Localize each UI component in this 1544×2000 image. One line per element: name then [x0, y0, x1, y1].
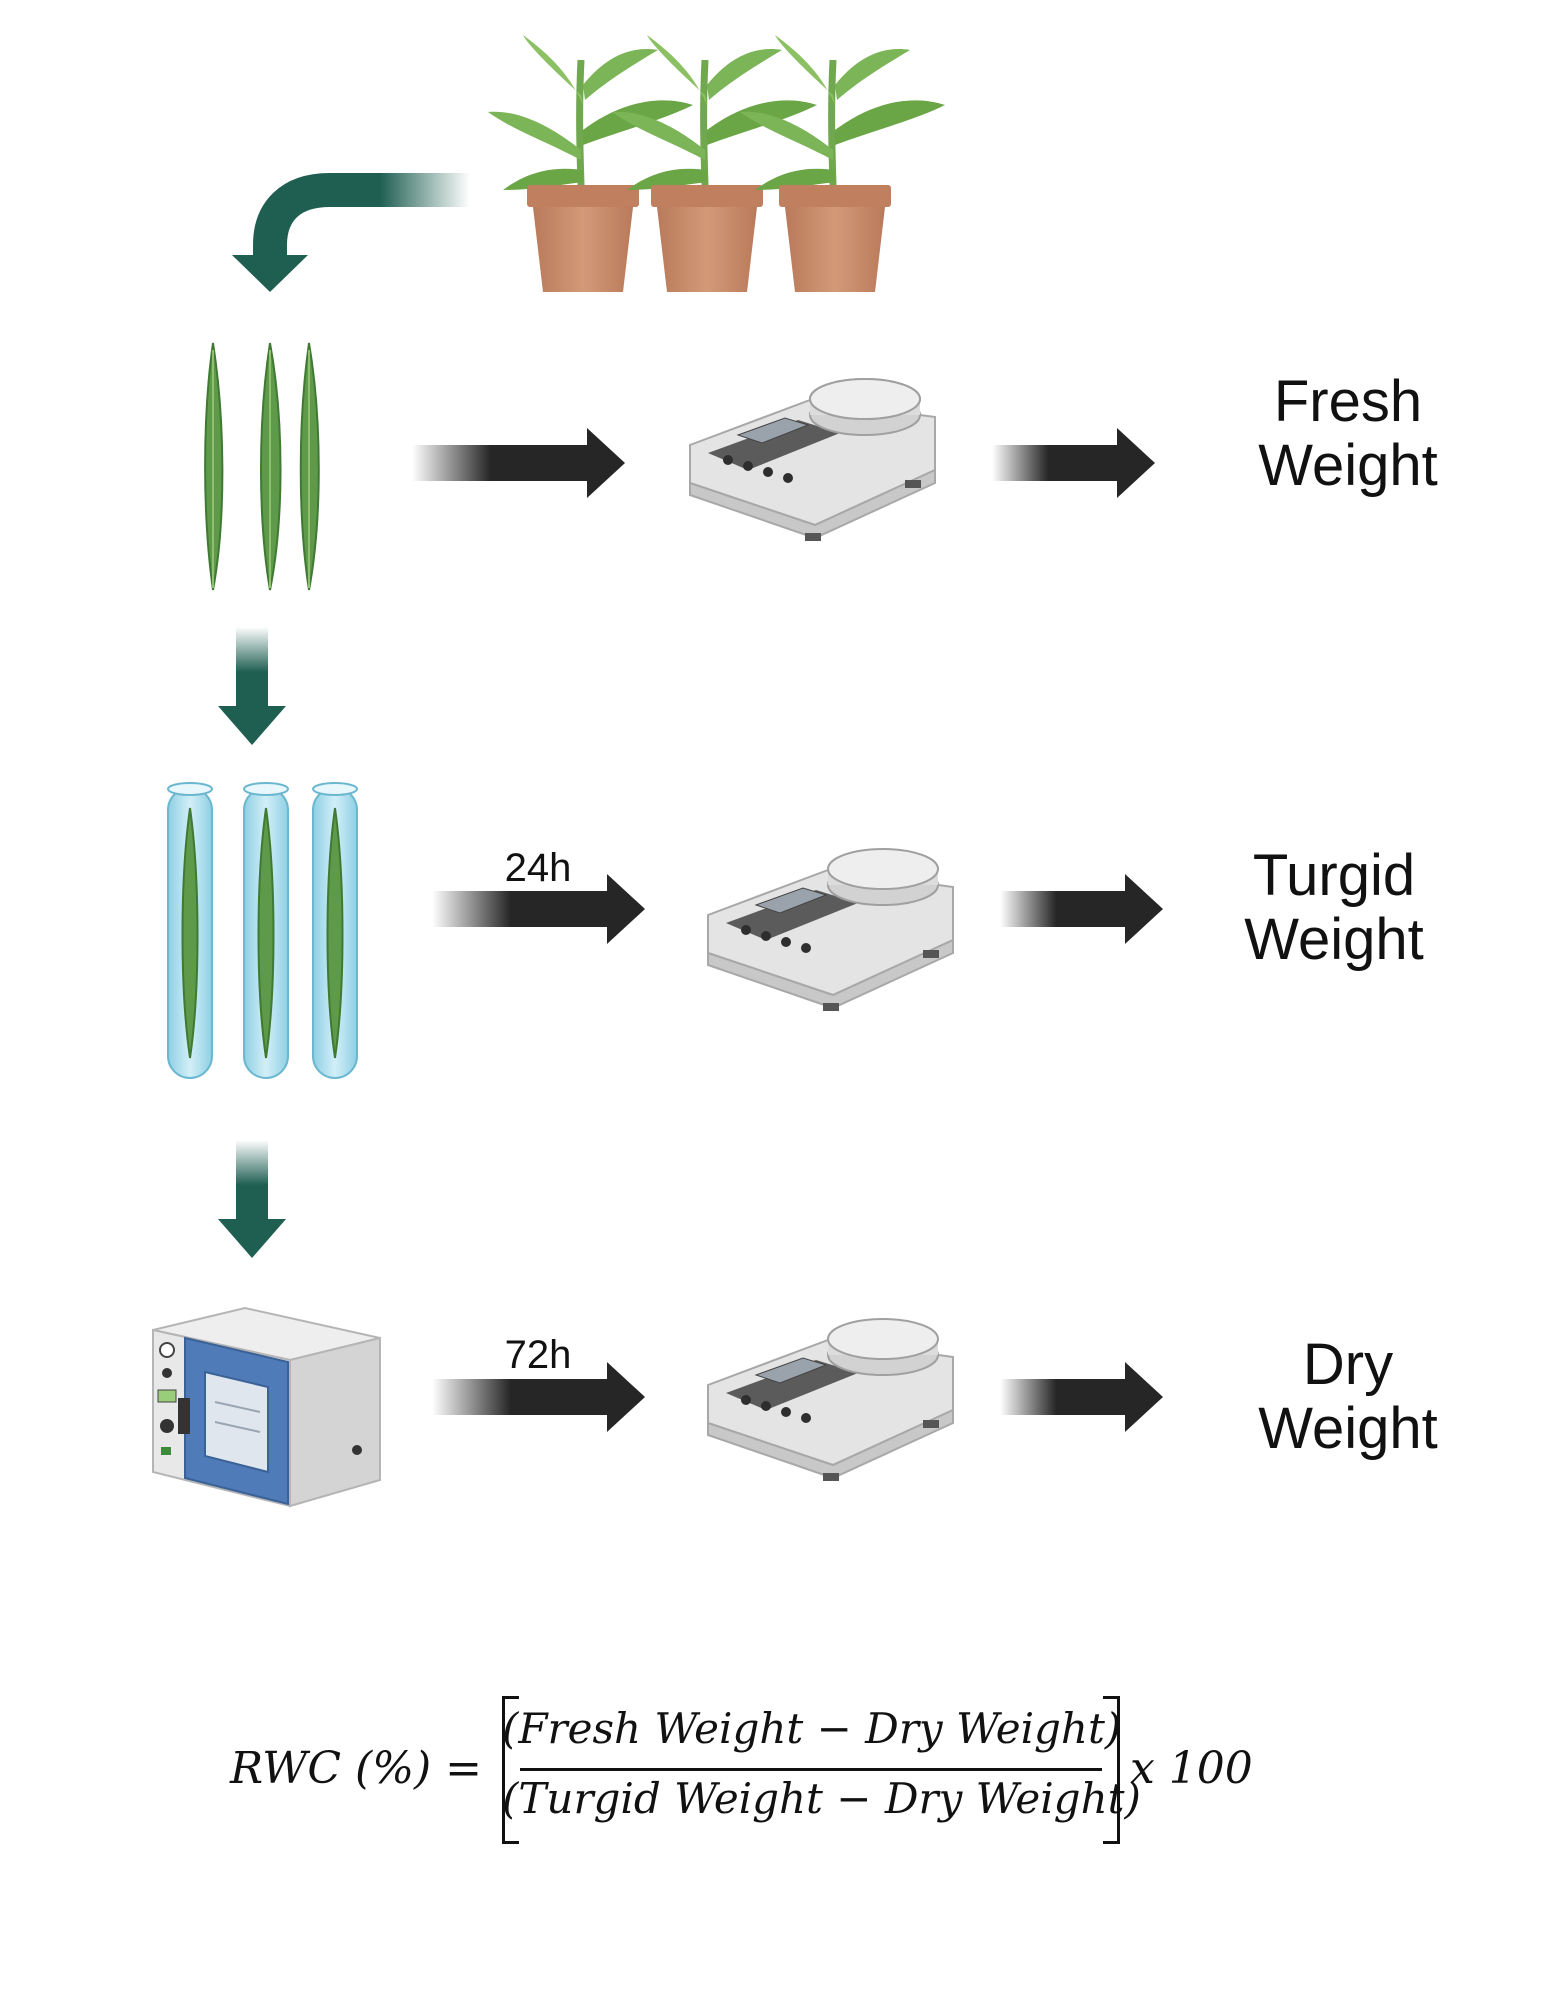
dry-weight-line2: Weight	[1258, 1396, 1438, 1461]
rwc-formula: RWC (%) = (Fresh Weight − Dry Weight) (T…	[230, 1690, 1330, 1850]
formula-multiplier: x 100	[1130, 1743, 1253, 1794]
formula-fraction: (Fresh Weight − Dry Weight) (Turgid Weig…	[502, 1690, 1141, 1850]
drying-oven-icon	[152, 1306, 381, 1508]
dry-weight-line1: Dry	[1302, 1332, 1394, 1397]
dry-weight-label: Dry Weight	[1188, 1333, 1508, 1461]
fresh-weight-line2: Weight	[1258, 433, 1438, 498]
down-arrow-2-icon	[218, 1140, 286, 1258]
balance-3-icon	[707, 1318, 954, 1481]
process-arrows	[412, 428, 1163, 1432]
turgid-weight-line1: Turgid	[1252, 843, 1416, 908]
down-arrow-1-icon	[218, 627, 286, 745]
balance-2-icon	[707, 848, 954, 1011]
formula-denominator: (Turgid Weight − Dry Weight)	[502, 1774, 1141, 1823]
arrow-to-label-1-icon	[992, 428, 1155, 498]
arrow-to-label-3-icon	[1000, 1362, 1163, 1432]
test-tubes-icon	[167, 782, 358, 1079]
fraction-bar	[520, 1768, 1102, 1771]
potted-plants-icon	[488, 35, 945, 292]
arrow-to-label-2-icon	[1000, 874, 1163, 944]
formula-lhs: RWC (%) =	[230, 1743, 483, 1794]
duration-label-72h: 72h	[504, 1333, 572, 1377]
arrow-to-scale-2-icon	[432, 874, 645, 944]
curved-flow-arrow-icon	[232, 173, 470, 292]
left-bracket	[502, 1696, 519, 1844]
turgid-weight-line2: Weight	[1244, 907, 1424, 972]
fresh-weight-line1: Fresh	[1273, 369, 1423, 434]
turgid-weight-label: Turgid Weight	[1174, 844, 1494, 972]
leaves-icon	[204, 342, 320, 591]
balance-1-icon	[689, 378, 936, 541]
fresh-weight-label: Fresh Weight	[1188, 370, 1508, 498]
arrow-to-scale-1-icon	[412, 428, 625, 498]
arrow-to-scale-3-icon	[432, 1362, 645, 1432]
duration-label-24h: 24h	[504, 846, 572, 890]
right-bracket	[1103, 1696, 1120, 1844]
formula-numerator: (Fresh Weight − Dry Weight)	[502, 1704, 1122, 1753]
